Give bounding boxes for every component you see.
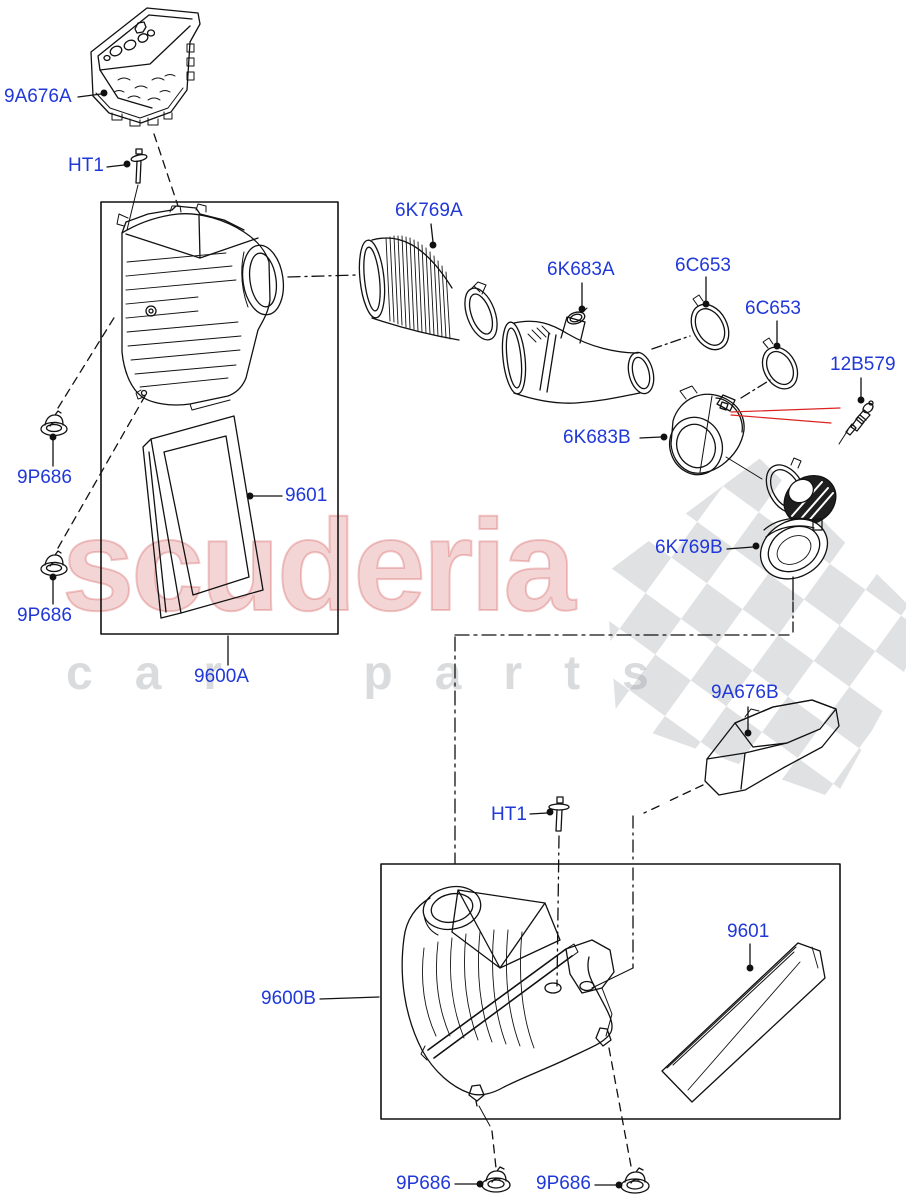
duct-a-alignment-dashes [153, 133, 179, 207]
air-filter-b-drawing [661, 942, 826, 1103]
grommet-left-1-drawing [40, 312, 118, 467]
sensor-location-red-lines [730, 407, 841, 424]
part-label-6k769b: 6K769B [655, 537, 723, 558]
part-label-9a676b: 9A676B [711, 682, 779, 703]
hose-clamp-1-drawing [690, 294, 730, 351]
intake-tube-drawing [501, 307, 655, 404]
part-label-6c653-2: 6C653 [745, 298, 801, 319]
grommet-bottom-1-drawing [481, 1166, 511, 1193]
grommet-left-2-drawing [40, 395, 146, 605]
hose-clamp-2-drawing [761, 337, 799, 390]
assembly-axis-lines [454, 634, 790, 989]
part-label-9601-b: 9601 [727, 921, 770, 942]
part-label-9p686-left1: 9P686 [17, 467, 72, 488]
clamp-axis-dashes [651, 335, 771, 399]
part-label-ht1-upper: HT1 [68, 155, 104, 176]
part-label-6k683a: 6K683A [547, 259, 615, 280]
part-label-6c653-1: 6C653 [675, 255, 731, 276]
part-label-9p686-bottom1: 9P686 [396, 1173, 451, 1194]
air-filter-a-drawing [142, 415, 264, 619]
corrugated-hose-a-drawing [358, 235, 498, 341]
part-label-9600b: 9600B [261, 988, 316, 1009]
label-leader-lines [77, 89, 865, 1189]
screw-lower-drawing [548, 796, 570, 987]
part-label-9p686-bottom2: 9P686 [536, 1173, 591, 1194]
watermark-tagline: car parts [66, 647, 691, 700]
part-label-9a676a: 9A676A [4, 86, 72, 107]
air-intake-duct-lower-drawing [632, 699, 840, 864]
grommet-bottom-2-drawing [620, 1167, 650, 1194]
part-label-ht1-lower: HT1 [491, 804, 527, 825]
port-axis-line [287, 274, 359, 278]
part-label-6k683b: 6K683B [563, 427, 631, 448]
screw-upper-drawing [126, 148, 148, 231]
air-cleaner-housing-b-drawing [401, 885, 632, 1169]
mass-airflow-housing-drawing [668, 385, 763, 480]
watermark-brand: scuderia [61, 492, 577, 638]
part-label-9600a: 9600A [194, 666, 249, 687]
part-label-12b579: 12B579 [830, 354, 896, 375]
part-label-9p686-left2: 9P686 [17, 605, 72, 626]
corrugated-hose-b-drawing [759, 457, 837, 634]
air-intake-duct-upper-drawing [90, 7, 201, 127]
assembly-box-9600a [100, 201, 339, 635]
assembly-box-9600b [380, 863, 841, 1120]
part-label-6k769a: 6K769A [395, 200, 463, 221]
part-label-9601-a: 9601 [285, 485, 328, 506]
air-cleaner-housing-a-drawing [116, 203, 285, 411]
air-temp-sensor-drawing [838, 400, 874, 445]
